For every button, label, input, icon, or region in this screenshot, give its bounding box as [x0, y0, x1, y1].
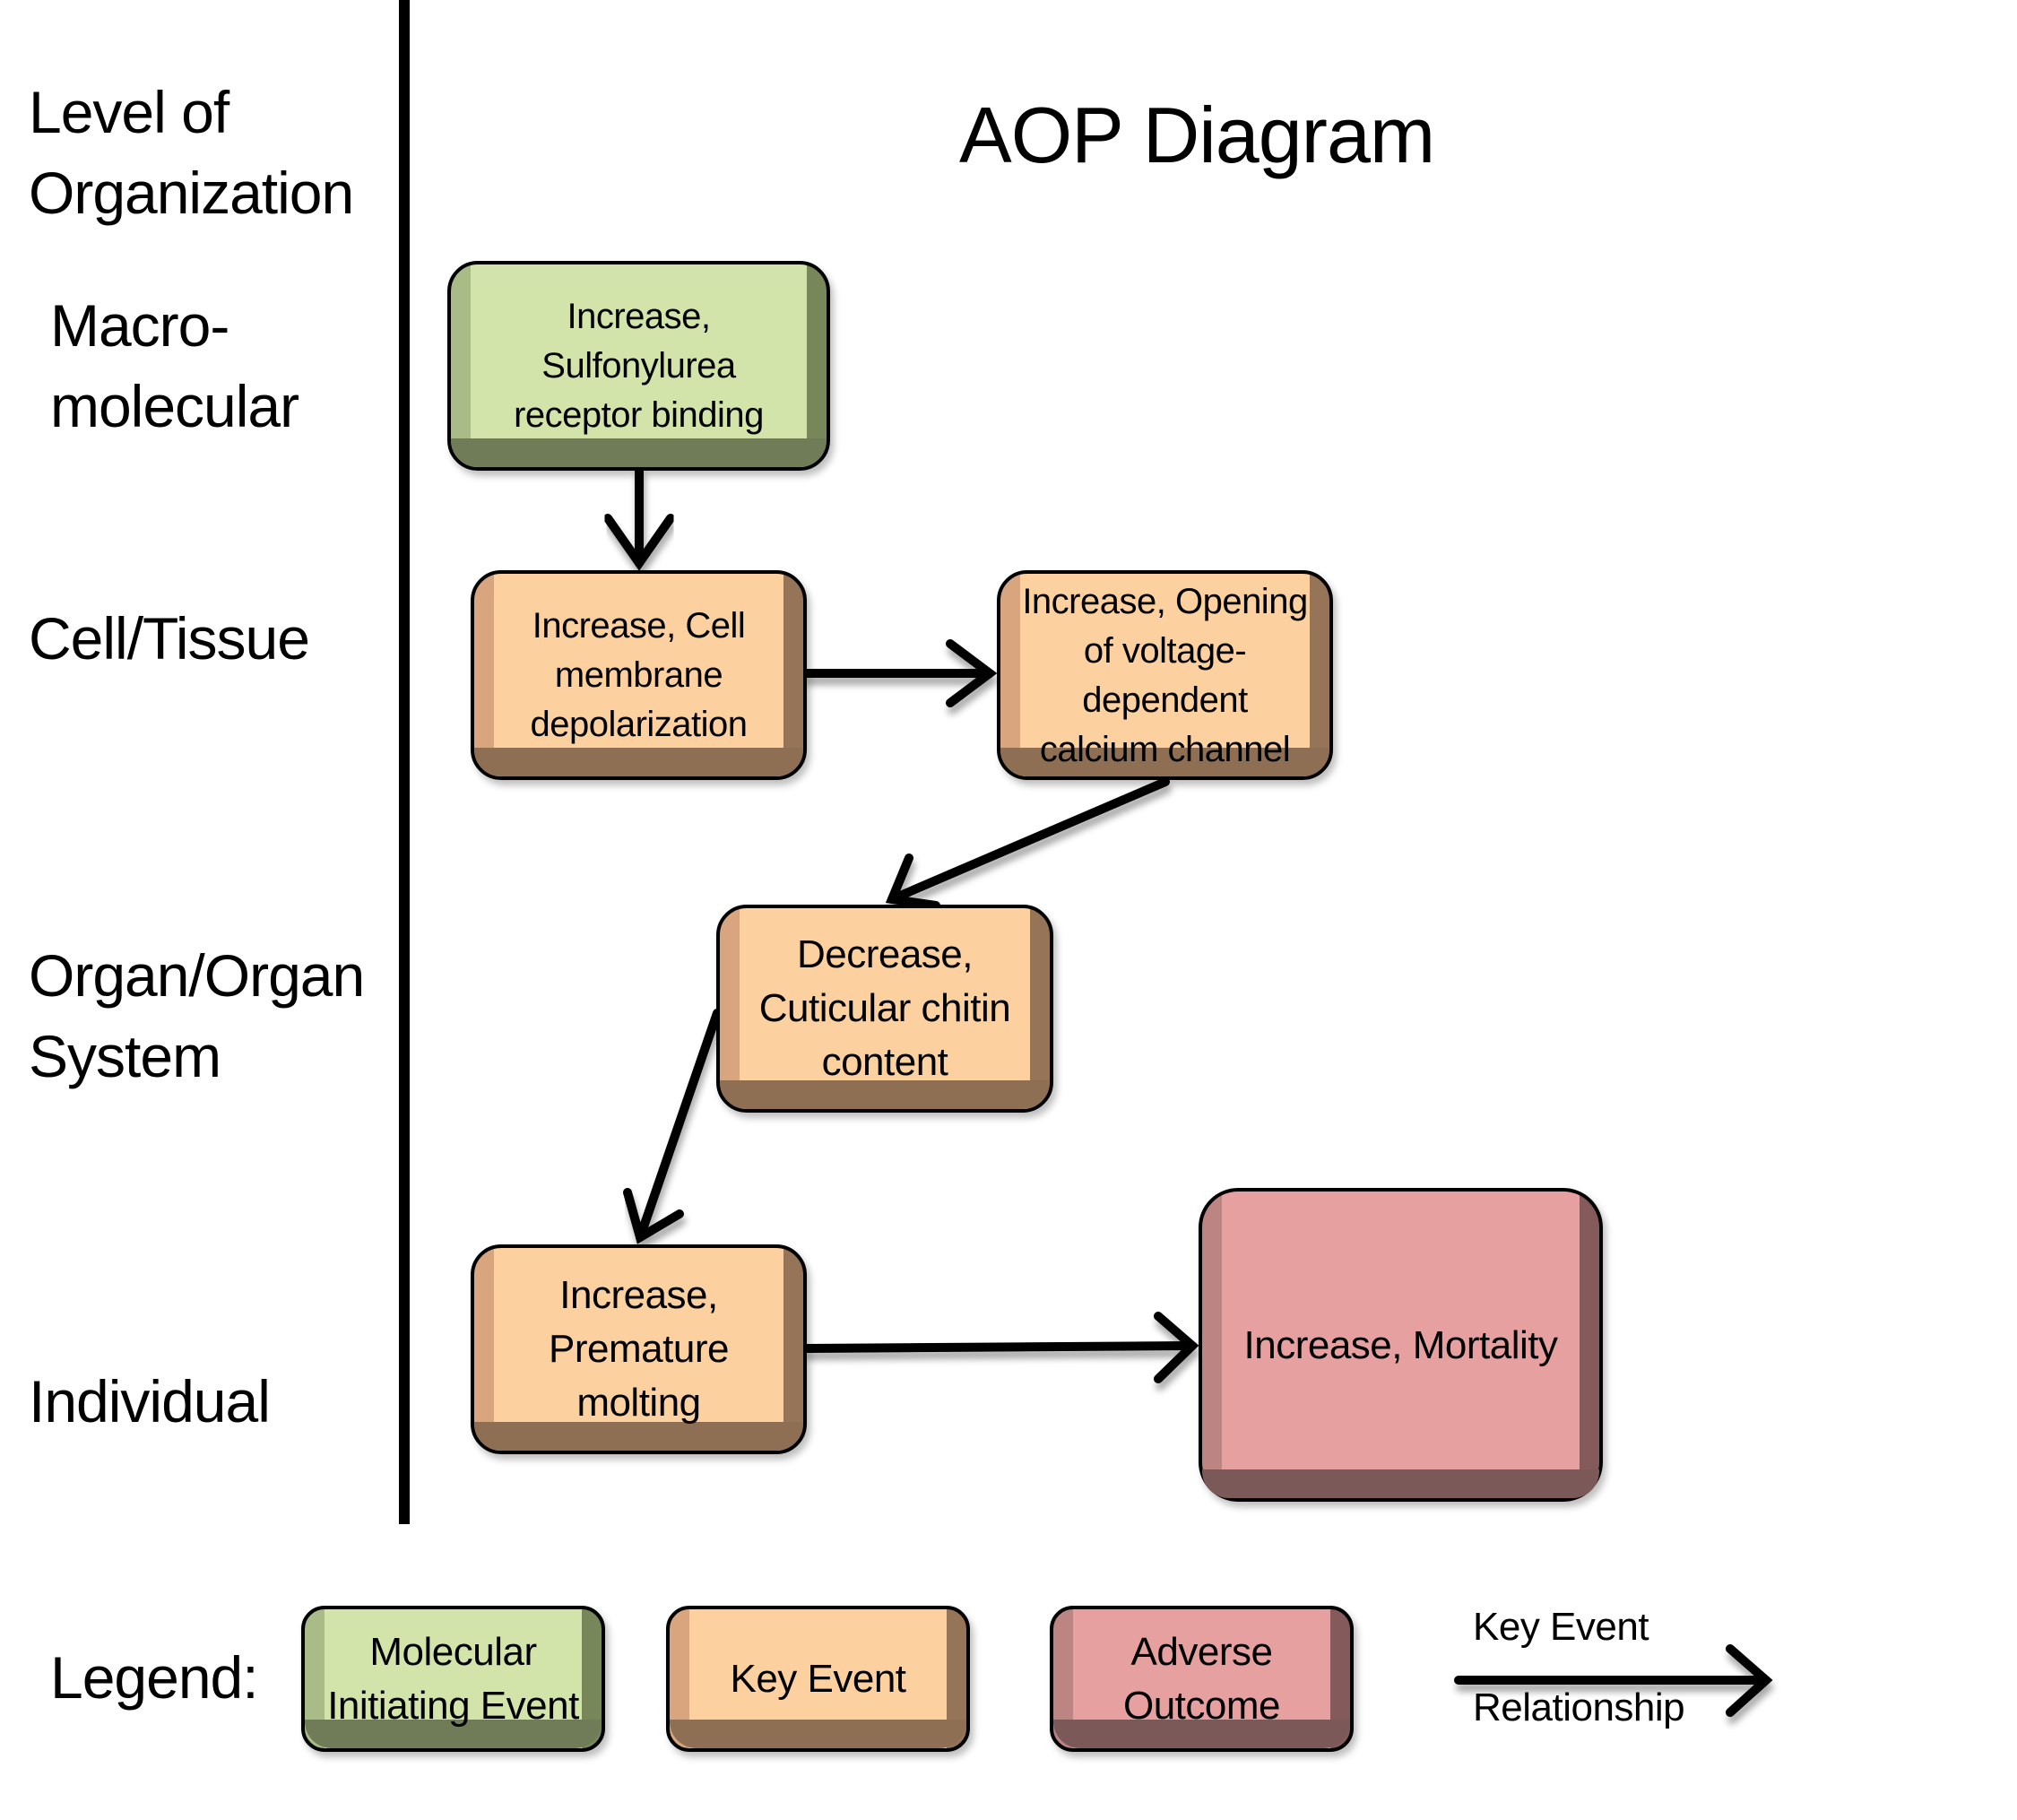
event-text: Increase, Sulfonylurea receptor binding: [514, 296, 764, 435]
legend-ker-arrow: [1454, 1644, 1773, 1717]
key-event-box[interactable]: Increase, Opening of voltage- dependent …: [997, 570, 1333, 780]
legend-ker-label-top: Key Event: [1473, 1605, 1649, 1649]
adverse-outcome-box[interactable]: Increase, Mortality: [1199, 1188, 1603, 1502]
molecular-initiating-event-box[interactable]: Increase, Sulfonylurea receptor binding: [447, 261, 830, 471]
legend-adverse-outcome-box: Adverse Outcome: [1050, 1606, 1354, 1752]
key-event-box[interactable]: Decrease, Cuticular chitin content: [716, 905, 1053, 1113]
legend-ke-text: Key Event: [730, 1657, 906, 1701]
legend-ao-text: Adverse Outcome: [1122, 1629, 1281, 1728]
legend-label: Legend:: [50, 1644, 259, 1711]
ker-arrow-1: [603, 466, 675, 571]
legend-key-event-box: Key Event: [666, 1606, 970, 1752]
ker-arrow-4: [623, 1009, 722, 1244]
legend-mie-box: Molecular Initiating Event: [301, 1606, 605, 1752]
key-event-box[interactable]: Increase, Cell membrane depolarization: [471, 570, 807, 780]
ker-arrow-5: [802, 1312, 1199, 1383]
event-text: Decrease, Cuticular chitin content: [758, 932, 1011, 1084]
level-label-cell-tissue: Cell/Tissue: [29, 605, 310, 672]
event-text: Increase, Mortality: [1243, 1322, 1558, 1367]
event-text: Increase, Cell membrane depolarization: [530, 605, 748, 744]
ker-arrow-2: [802, 639, 998, 707]
key-event-box[interactable]: Increase, Premature molting: [471, 1244, 807, 1454]
page-title: AOP Diagram: [959, 91, 1435, 179]
legend-mie-text: Molecular Initiating Event: [327, 1629, 579, 1728]
legend-ker-label-bottom: Relationship: [1473, 1686, 1685, 1729]
level-label-macromolecular: Macro- molecular: [50, 292, 299, 439]
level-label-individual: Individual: [29, 1368, 271, 1434]
level-of-organization-header: Level of Organization: [29, 79, 354, 226]
ker-arrow-3: [885, 777, 1170, 910]
event-text: Increase, Opening of voltage- dependent …: [1022, 582, 1308, 769]
level-label-organ-system: Organ/Organ System: [29, 942, 365, 1089]
event-text: Increase, Premature molting: [549, 1273, 729, 1425]
